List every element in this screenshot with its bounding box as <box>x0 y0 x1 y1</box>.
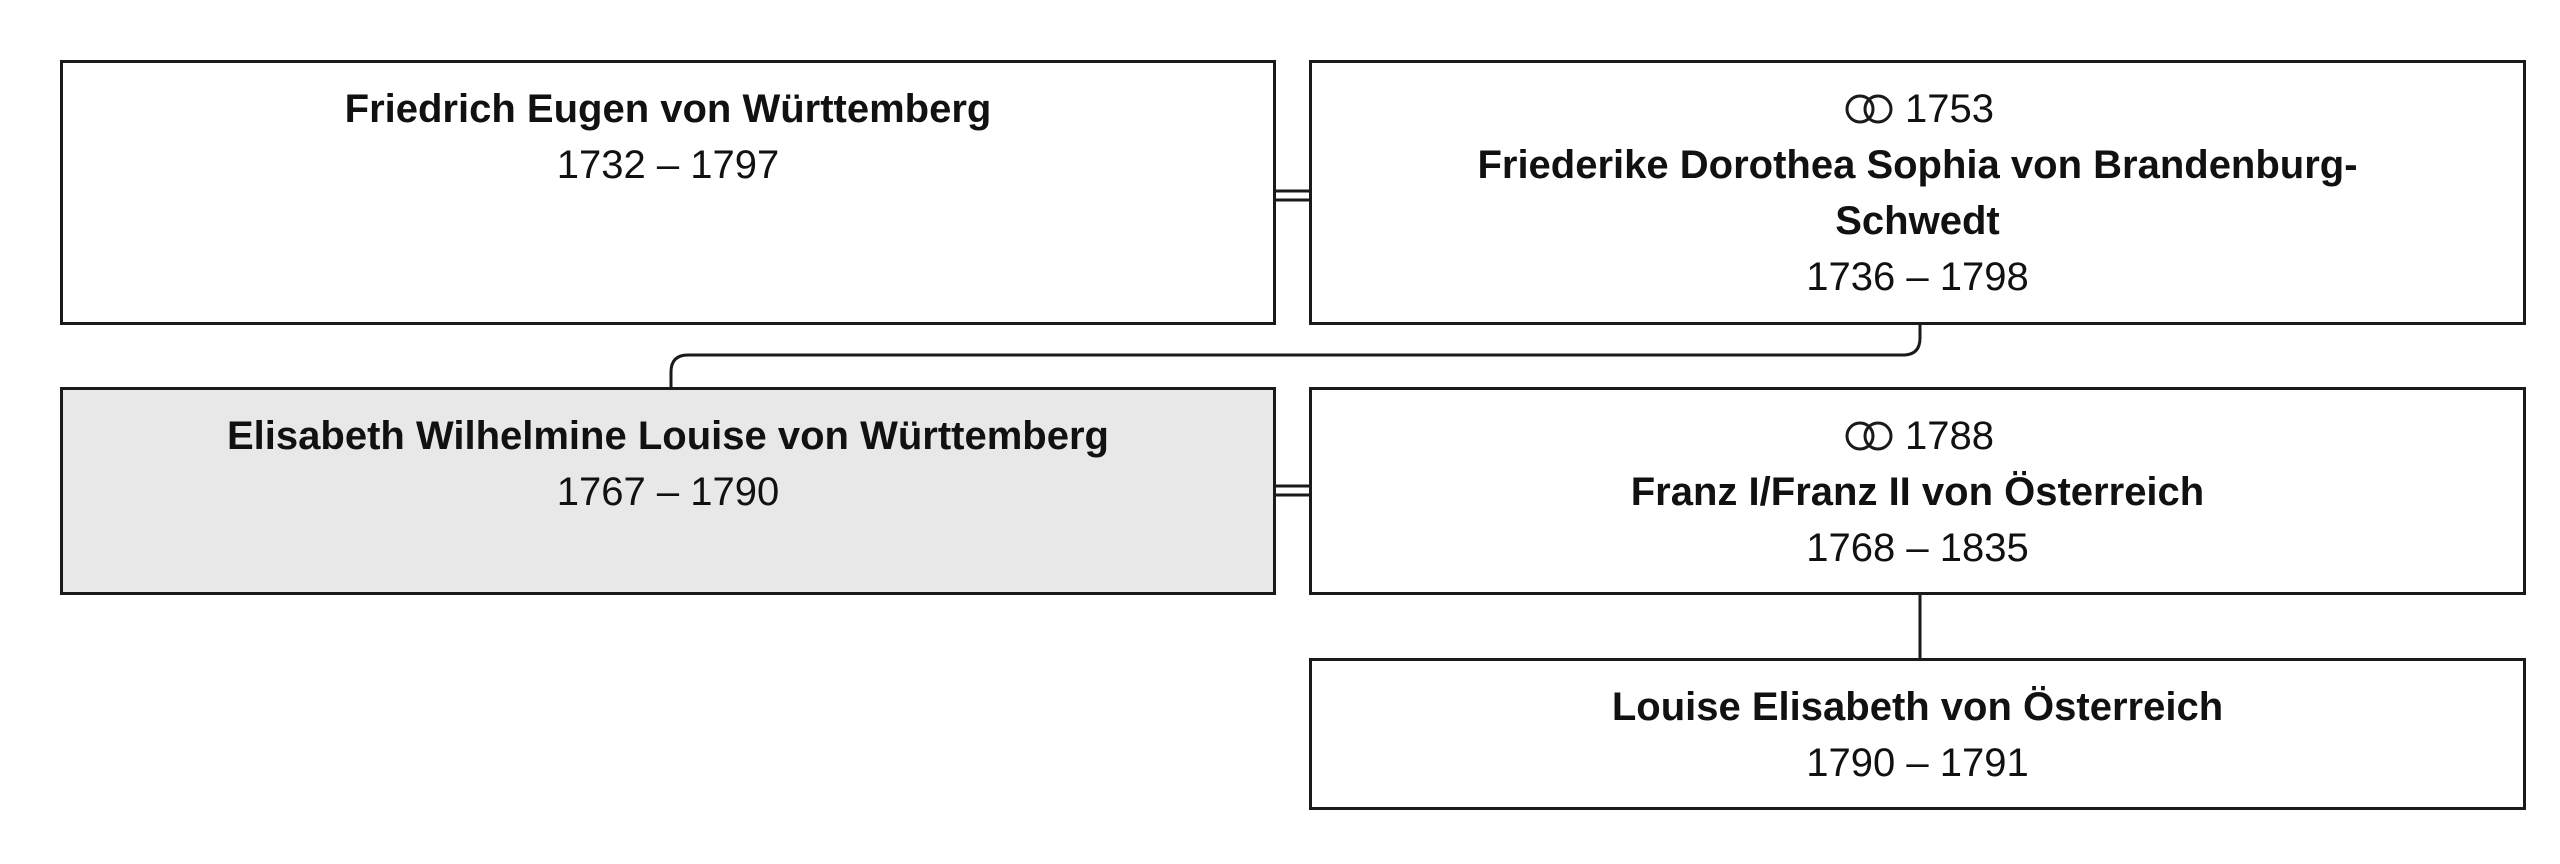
person-dates: 1790 – 1791 <box>1806 741 2029 785</box>
person-name: Friedrich Eugen von Württemberg <box>344 87 992 131</box>
person-name: Elisabeth Wilhelmine Louise von Württemb… <box>227 414 1109 458</box>
marriage-rings-icon <box>1845 421 1893 451</box>
marriage-info: 1753 <box>1312 81 2523 137</box>
person-name: Louise Elisabeth von Österreich <box>1611 685 2224 729</box>
person-dates: 1768 – 1835 <box>1806 526 2029 570</box>
person-dates: 1736 – 1798 <box>1806 255 2029 299</box>
marriage-year: 1753 <box>1905 87 1994 131</box>
person-card-subject[interactable]: Elisabeth Wilhelmine Louise von Württemb… <box>60 387 1276 595</box>
parent-child-connector <box>669 322 1922 388</box>
person-card-father[interactable]: Friedrich Eugen von Württemberg 1732 – 1… <box>60 60 1276 325</box>
person-name: Friederike Dorothea Sophia von Brandenbu… <box>1477 143 2358 243</box>
marriage-rings-icon <box>1845 94 1893 124</box>
marriage-year: 1788 <box>1905 414 1994 458</box>
marriage-info: 1788 <box>1312 408 2523 464</box>
person-dates: 1732 – 1797 <box>556 143 780 187</box>
person-card-spouse[interactable]: 1788 Franz I/Franz II von Österreich 176… <box>1309 387 2526 595</box>
person-dates: 1767 – 1790 <box>556 470 780 514</box>
person-card-child[interactable]: Louise Elisabeth von Österreich 1790 – 1… <box>1309 658 2526 810</box>
person-card-mother[interactable]: 1753 Friederike Dorothea Sophia von Bran… <box>1309 60 2526 325</box>
person-name: Franz I/Franz II von Österreich <box>1630 470 2205 514</box>
